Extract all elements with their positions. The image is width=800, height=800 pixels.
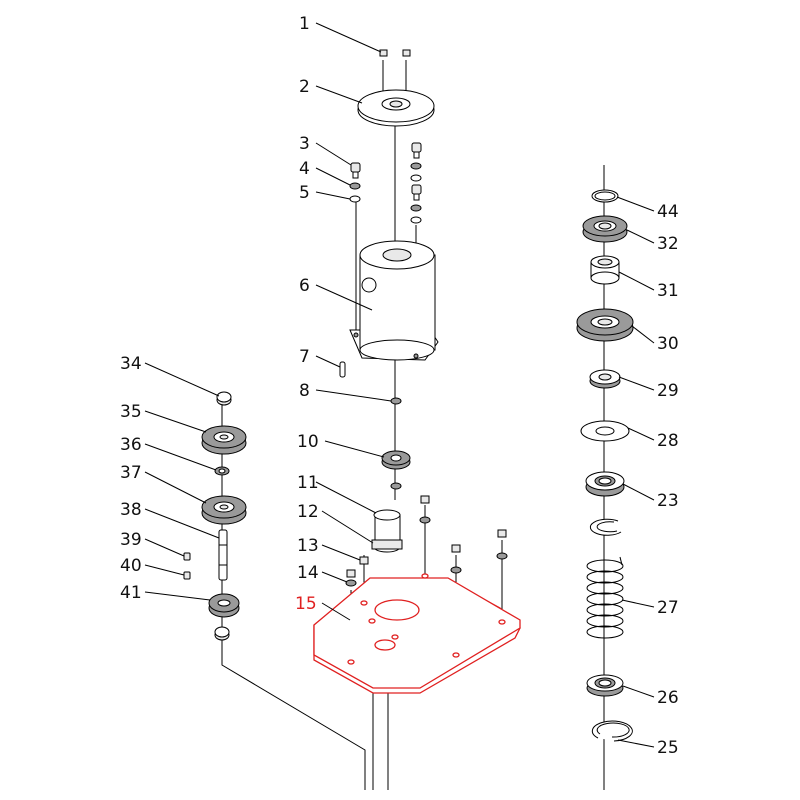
part-28-washer [580,420,630,442]
part-39-key [183,552,191,561]
part-23-snap-ring [589,518,622,536]
part-41-end-cap [214,626,230,641]
part-37-gear [201,495,247,525]
callout-36: 36 [120,435,142,455]
callout-30: 30 [657,334,679,354]
callout-1: 1 [299,14,310,34]
part-2-top-cover [357,89,435,127]
leader-lines [144,22,655,748]
part-8-ring [390,397,402,405]
callout-14: 14 [297,563,319,583]
callout-38: 38 [120,500,142,520]
callout-7: 7 [299,347,310,367]
callout-15: 15 [295,594,317,614]
part-35-gear [201,425,247,455]
callout-6: 6 [299,276,310,296]
callout-12: 12 [297,502,319,522]
callout-39: 39 [120,530,142,550]
callout-8: 8 [299,381,310,401]
callout-40: 40 [120,556,142,576]
part-36-washer [214,466,230,476]
callout-labels: 1 2 3 4 5 6 7 8 10 11 12 13 14 15 23 25 … [120,14,679,758]
part-26-bearing [586,674,624,697]
part-34-bushing [216,391,232,406]
part-29-nut [589,369,621,389]
callout-29: 29 [657,381,679,401]
callout-11: 11 [297,473,319,493]
part-25-snap-ring [591,720,633,742]
part-7-pin [339,361,346,378]
part-13-14-fasteners [345,495,508,587]
callout-5: 5 [299,183,310,203]
part-41-gear [208,593,240,618]
part-31-spacer [590,255,620,285]
part-38-shaft [218,529,228,581]
callout-13: 13 [297,536,319,556]
callout-25: 25 [657,738,679,758]
callout-2: 2 [299,77,310,97]
callout-23: 23 [657,491,679,511]
callout-28: 28 [657,431,679,451]
callout-26: 26 [657,688,679,708]
callout-35: 35 [120,402,142,422]
callout-32: 32 [657,234,679,254]
callout-34: 34 [120,354,142,374]
callout-41: 41 [120,583,142,603]
part-27-spring [586,556,624,639]
part-small-ring [390,482,402,490]
callout-3: 3 [299,134,310,154]
part-10-gear [381,450,411,470]
part-44-snap-ring [591,189,619,203]
part-32-gear [582,215,628,243]
part-3-4-5-fasteners [349,162,361,203]
callout-10: 10 [297,432,319,452]
part-15-base-plate[interactable] [313,573,521,694]
callout-37: 37 [120,463,142,483]
part-right-fastener-stack [410,142,422,224]
part-1-screws [379,49,411,57]
part-30-gear [576,308,634,342]
callout-31: 31 [657,281,679,301]
callout-4: 4 [299,159,310,179]
part-40-key [183,571,191,580]
part-11-12-bushing [371,509,403,553]
callout-27: 27 [657,598,679,618]
part-6-motor [349,240,439,361]
callout-44: 44 [657,202,679,222]
part-23-bearing [585,471,625,497]
